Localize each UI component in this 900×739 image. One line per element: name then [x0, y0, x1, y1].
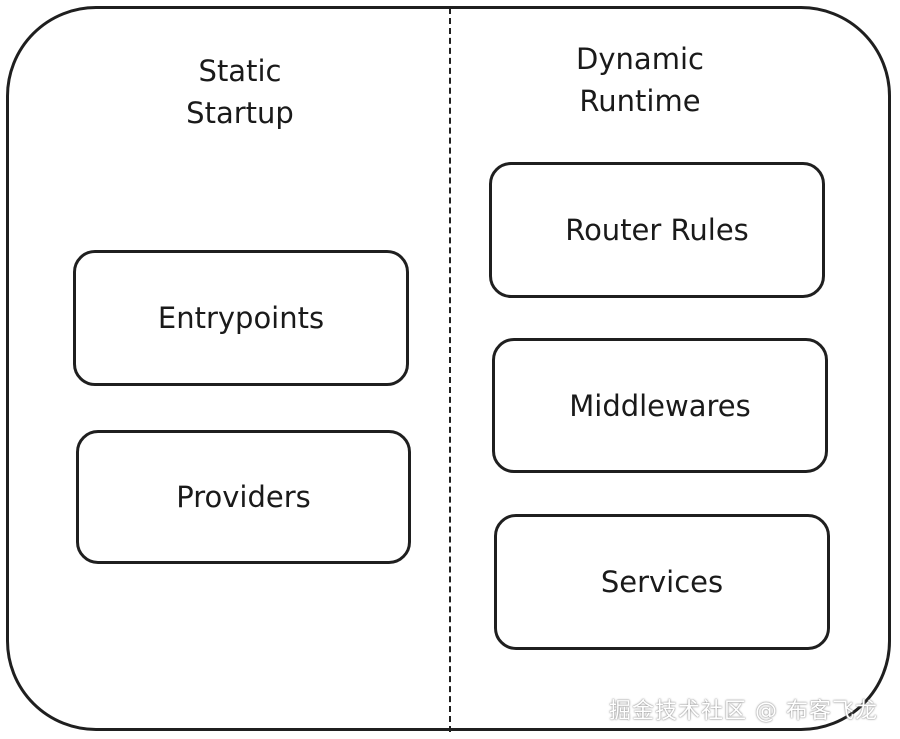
- right-column-heading: Dynamic Runtime: [540, 38, 740, 122]
- left-column-heading: Static Startup: [140, 50, 340, 134]
- entrypoints-label: Entrypoints: [157, 301, 325, 335]
- services-box: Services: [494, 514, 830, 650]
- outer-frame: [6, 6, 891, 731]
- router-rules-label: Router Rules: [565, 213, 749, 247]
- watermark-text: 掘金技术社区 @ 布客飞龙: [609, 699, 878, 724]
- column-divider: [449, 8, 451, 732]
- left-heading-line1: Static: [198, 54, 282, 88]
- providers-box: Providers: [76, 430, 411, 564]
- providers-label: Providers: [176, 480, 311, 514]
- right-heading-line1: Dynamic: [576, 42, 704, 76]
- services-label: Services: [600, 565, 724, 599]
- left-heading-line2: Startup: [186, 96, 294, 130]
- middlewares-label: Middlewares: [569, 388, 751, 423]
- right-heading-line2: Runtime: [579, 84, 701, 118]
- router-rules-box: Router Rules: [489, 162, 825, 298]
- middlewares-box: Middlewares: [492, 338, 828, 473]
- entrypoints-box: Entrypoints: [73, 250, 409, 386]
